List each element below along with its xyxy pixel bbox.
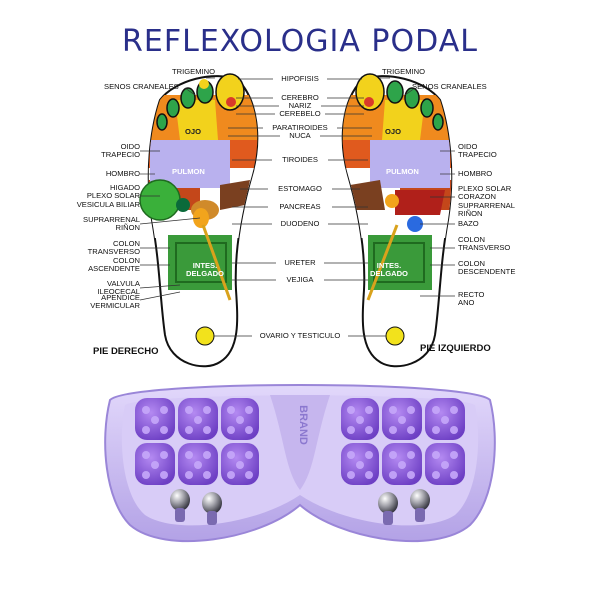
pulmon-label-right: PULMON: [172, 167, 205, 176]
side-label: APENDICE VERMICULAR: [90, 293, 140, 311]
intestino-label-right: INTES. DELGADO: [186, 261, 224, 278]
pulmon-label-left: PULMON: [386, 167, 419, 176]
side-label: COLON TRANSVERSO: [87, 239, 140, 257]
side-label: HOMBRO: [105, 169, 140, 178]
side-label: HOMBRO: [458, 169, 493, 178]
side-label: VALVULA ILEOCECAL: [97, 279, 140, 297]
right-foot-label: PIE DERECHO: [93, 346, 159, 357]
center-label: HIPOFISIS: [281, 74, 319, 83]
center-label: TIROIDES: [282, 155, 318, 164]
side-label: TRIGEMINO: [172, 67, 216, 76]
center-label: NUCA: [289, 131, 311, 140]
left-foot-label: PIE IZQUIERDO: [420, 343, 491, 354]
side-label: SENOS CRANEALES: [104, 82, 179, 91]
side-label: HIGADO PLEXO SOLAR VESICULA BILIAR: [76, 183, 140, 209]
page-title: REFLEXOLOGIA PODAL: [122, 24, 478, 59]
center-label: PARATIROIDES: [272, 123, 328, 132]
left-foot: [341, 73, 453, 368]
center-label: URETER: [284, 258, 316, 267]
side-label: TRIGEMINO: [382, 67, 426, 76]
center-label: CEREBRO: [281, 93, 319, 102]
right-foot: [139, 73, 259, 368]
center-label: VEJIGA: [286, 275, 314, 284]
center-label: CEREBELO: [279, 109, 321, 118]
side-label: OIDO TRAPECIO: [101, 142, 140, 160]
side-label: SENOS CRANEALES: [412, 82, 487, 91]
center-label: NARIZ: [288, 101, 312, 110]
center-label: ESTOMAGO: [278, 184, 322, 193]
center-label: PANCREAS: [279, 202, 321, 211]
reflexology-diagram: [139, 73, 455, 368]
side-label: RECTO ANO: [458, 290, 485, 308]
brand-text: BRAND: [297, 405, 309, 445]
side-label: COLON TRANSVERSO: [458, 235, 511, 253]
side-label: COLON ASCENDENTE: [88, 256, 140, 274]
center-label: OVARIO Y TESTICULO: [259, 331, 341, 340]
center-label: DUODENO: [280, 219, 320, 228]
side-label: SUPRARRENAL RIÑON: [83, 215, 140, 233]
side-label: PLEXO SOLAR CORAZON SUPRARRENAL RIÑON: [458, 184, 515, 219]
ojo-label-right: OJO: [185, 127, 202, 136]
side-label: COLON DESCENDENTE: [458, 259, 516, 277]
side-label: OIDO TRAPECIO: [458, 142, 497, 160]
intestino-label-left: INTES. DELGADO: [370, 261, 408, 278]
leader-lines: [214, 78, 386, 337]
ojo-label-left: OJO: [385, 127, 402, 136]
side-label: BAZO: [458, 219, 479, 228]
